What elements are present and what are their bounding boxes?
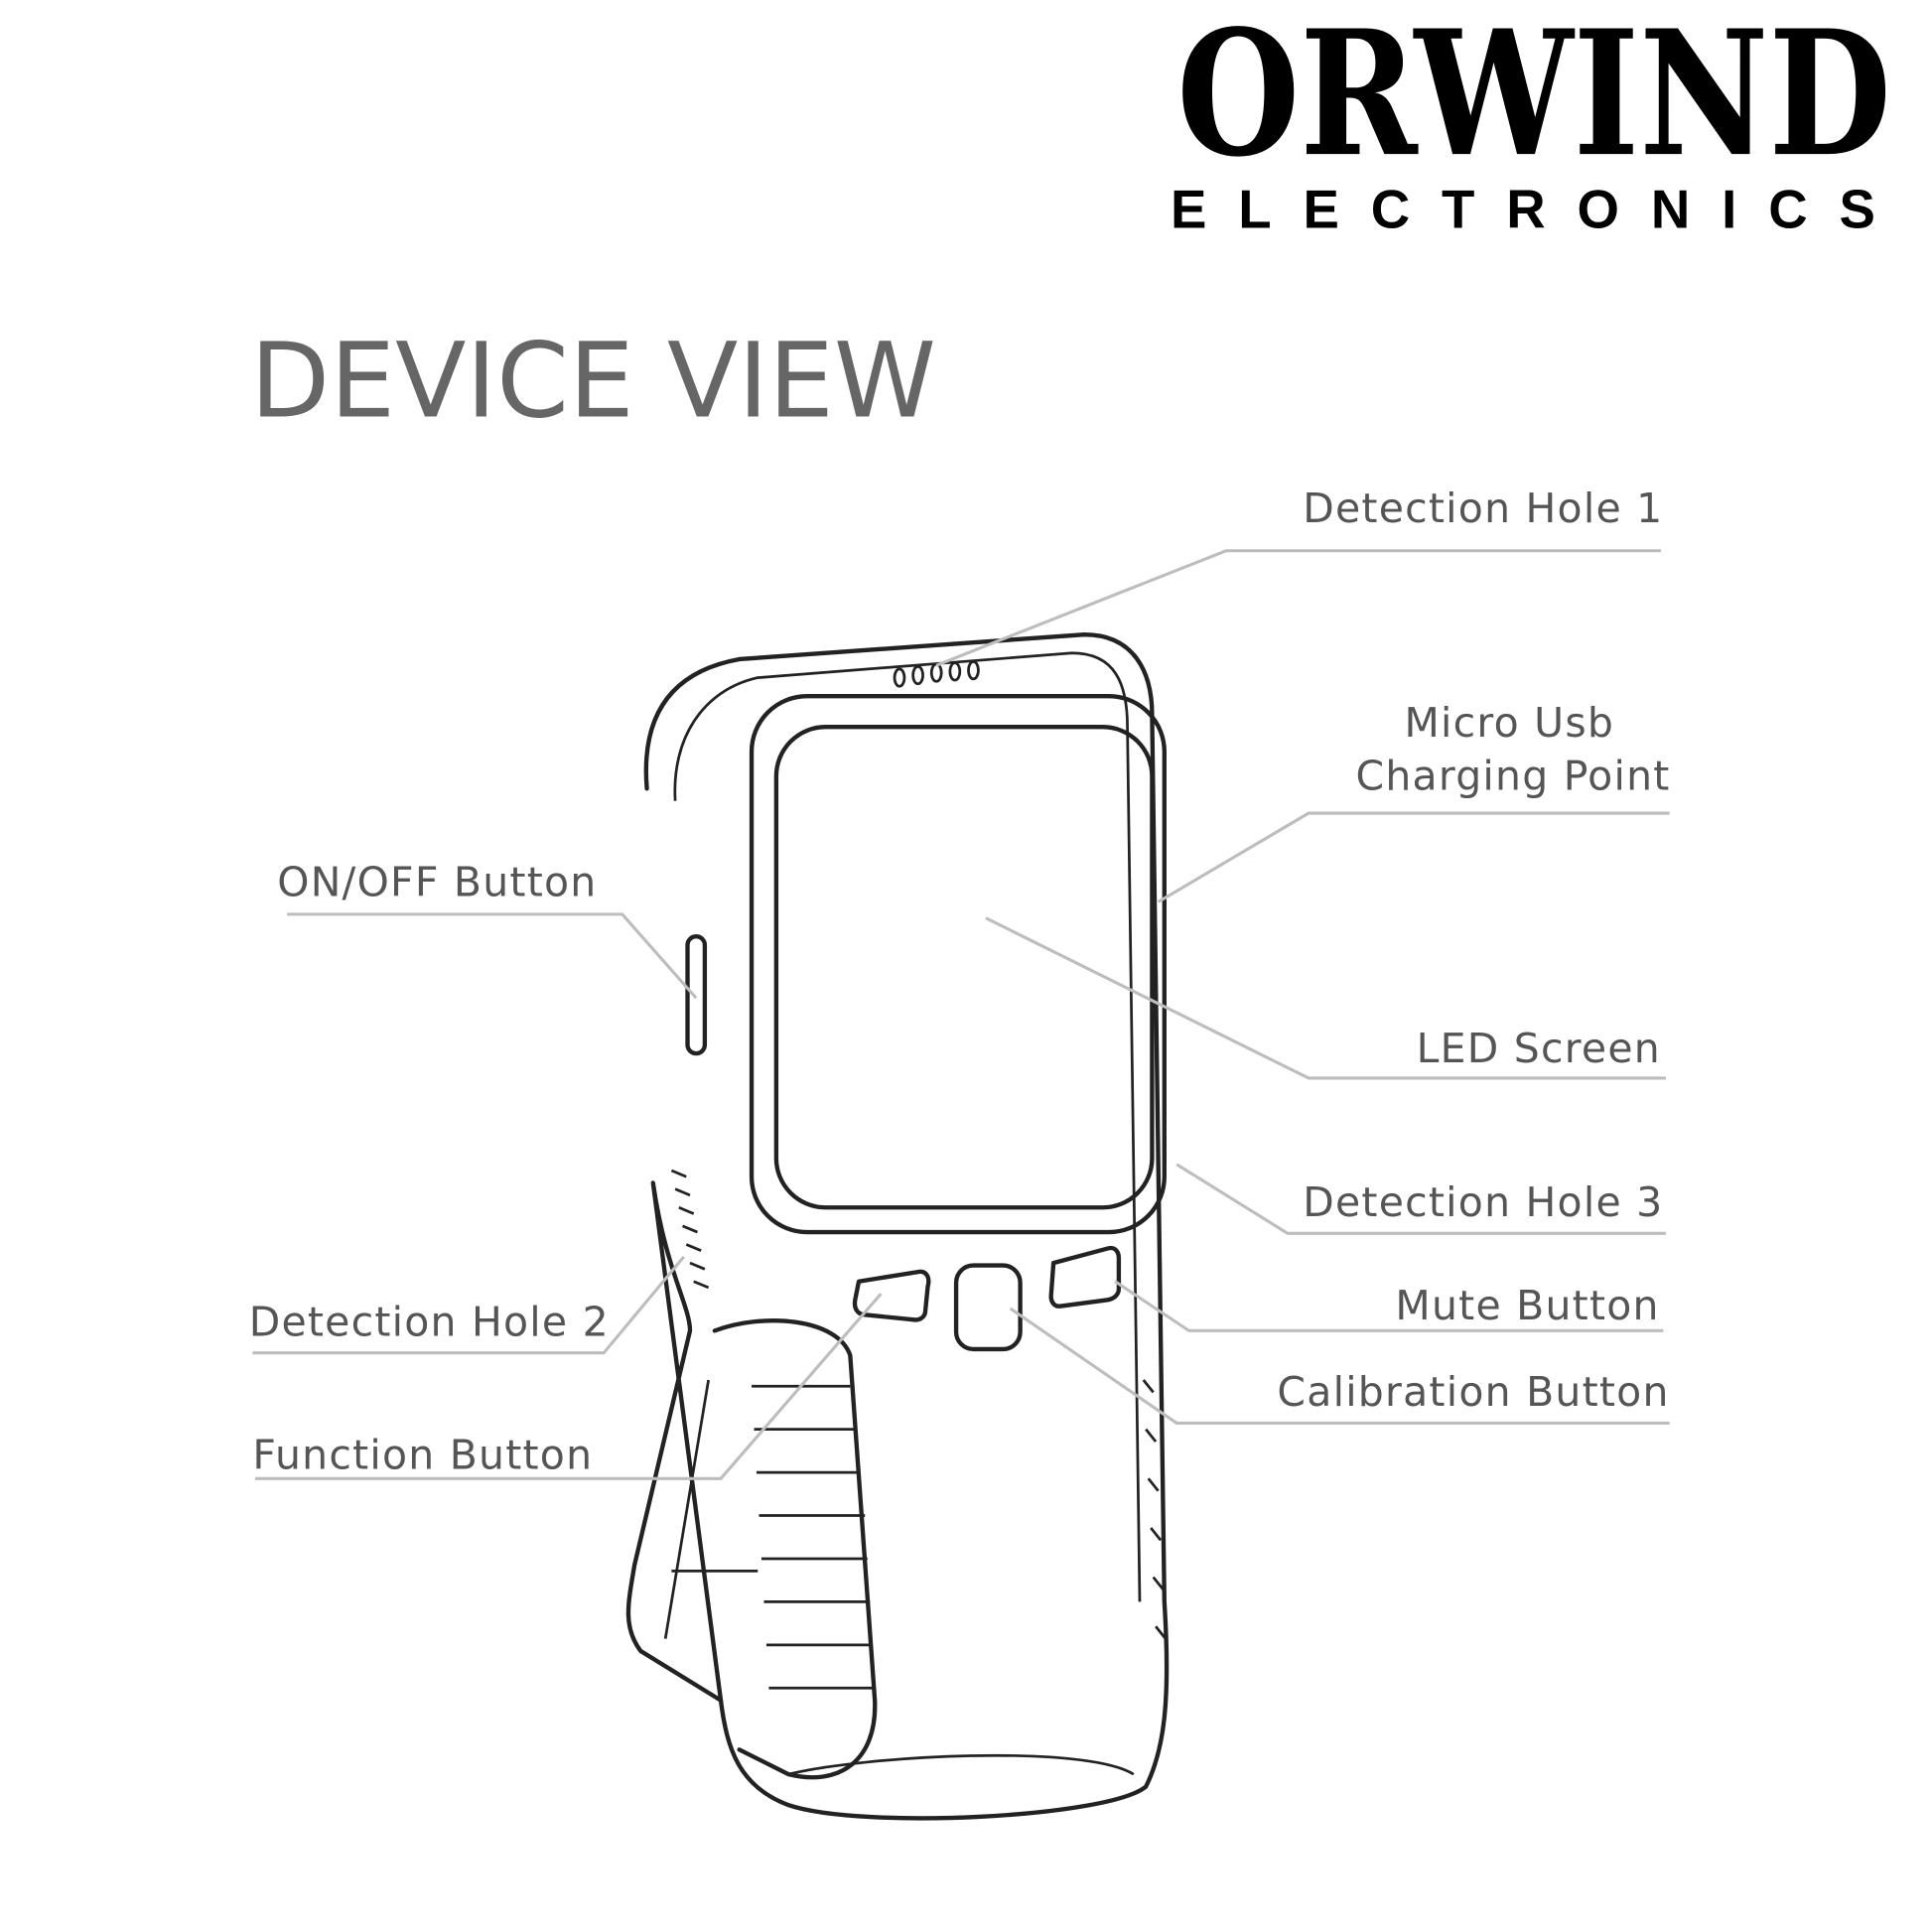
callout-labels: Detection Hole 1 Micro Usb Charging Poin… — [249, 484, 1671, 1478]
brand-tagline: ELECTRONICS — [1171, 180, 1922, 240]
label-detection-hole-2: Detection Hole 2 — [249, 1298, 610, 1345]
label-function-button: Function Button — [252, 1431, 593, 1478]
function-button — [852, 1269, 931, 1322]
device-body — [643, 631, 1170, 1821]
detection-hole-2 — [670, 1169, 710, 1290]
label-detection-hole-1: Detection Hole 1 — [1303, 484, 1663, 532]
brand-name: ORWIND — [1176, 0, 1891, 195]
bottom-edge — [787, 1753, 1135, 1776]
label-on-off-button: ON/OFF Button — [277, 858, 597, 905]
screen-frame — [749, 694, 1167, 1235]
label-led-screen: LED Screen — [1417, 1025, 1661, 1072]
page-title: DEVICE VIEW — [250, 320, 936, 441]
detection-hole-1 — [893, 660, 980, 688]
calibration-button — [953, 1263, 1023, 1352]
device-drawing — [625, 631, 1170, 1821]
led-screen — [773, 725, 1155, 1210]
stand — [663, 1379, 759, 1639]
label-mute-button: Mute Button — [1395, 1282, 1659, 1329]
mute-button — [1048, 1245, 1122, 1309]
label-micro-usb-line2: Charging Point — [1356, 753, 1671, 800]
label-calibration-button: Calibration Button — [1277, 1368, 1669, 1416]
on-off-button — [685, 934, 708, 1056]
device-side — [625, 1180, 724, 1703]
label-micro-usb-line1: Micro Usb — [1404, 699, 1614, 747]
side-ribs — [1142, 1379, 1168, 1640]
leader-lines — [252, 549, 1670, 1480]
brand-logo: ORWIND ELECTRONICS — [1171, 0, 1922, 240]
label-detection-hole-3: Detection Hole 3 — [1303, 1178, 1663, 1226]
grip — [712, 1318, 878, 1780]
